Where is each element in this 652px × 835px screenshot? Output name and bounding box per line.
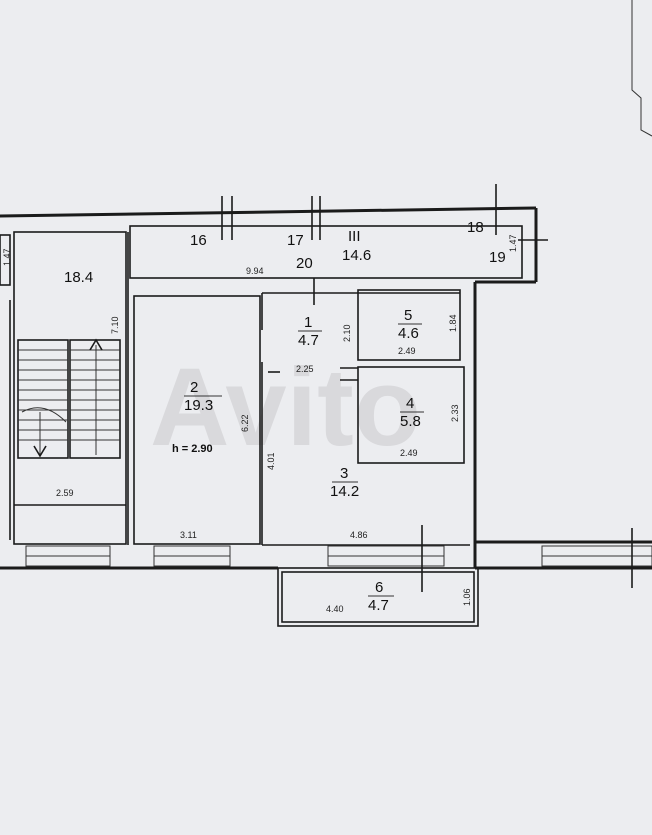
room-6-number: 6 (375, 579, 383, 596)
room-3-number: 3 (340, 465, 348, 482)
stair-area: 18.4 (64, 269, 93, 286)
page-edge (631, 0, 652, 137)
dim-room3-width: 4.86 (350, 530, 368, 540)
window-number-19: 19 (489, 249, 506, 266)
interior-walls (133, 289, 470, 546)
window-number-16: 16 (190, 232, 207, 249)
room-3-area: 14.2 (330, 483, 359, 500)
room-2-number: 2 (190, 379, 198, 396)
dim-balcony-depth: 1.06 (462, 588, 472, 606)
room-5-number: 5 (404, 307, 412, 324)
stairwell (0, 231, 127, 545)
room-1-area: 4.7 (298, 332, 319, 349)
room-iii-area: 14.6 (342, 247, 371, 264)
room-iii-number: III (348, 228, 361, 245)
corridor (127, 225, 523, 545)
dim-stair-width: 2.59 (56, 488, 74, 498)
room-6-area: 4.7 (368, 597, 389, 614)
dim-corridor-length: 9.94 (246, 266, 264, 276)
ceiling-height: h = 2.90 (172, 443, 213, 455)
dim-room3-depth: 4.01 (266, 452, 276, 470)
dim-stair-depth: 7.10 (110, 316, 120, 334)
outer-walls (0, 206, 652, 570)
room-1-number: 1 (304, 314, 312, 331)
dim-room5-depth: 1.84 (448, 314, 458, 332)
room-5-area: 4.6 (398, 325, 419, 342)
dim-room4-depth: 2.33 (450, 404, 460, 422)
dim-left-small: 1.47 (2, 248, 12, 266)
dim-room4-width: 2.49 (400, 448, 418, 458)
dim-room5-width: 2.49 (398, 346, 416, 356)
dim-balcony-width: 4.40 (326, 604, 344, 614)
dim-room1-width: 2.25 (296, 364, 314, 374)
dim-room2-width: 3.11 (180, 530, 197, 540)
dim-right-small: 1.47 (508, 234, 518, 252)
room-labels: III 14.6 18.4 1 4.7 2 19.3 3 14.2 4 5.8 … (64, 228, 424, 614)
dim-room2-depth: 6.22 (240, 414, 250, 432)
room-4-number: 4 (406, 395, 414, 412)
dimension-labels: 9.94 2.25 2.10 3.11 6.22 4.86 4.01 2.49 … (2, 234, 518, 614)
window-number-18: 18 (467, 219, 484, 236)
room-4-area: 5.8 (400, 413, 421, 430)
windows (25, 184, 652, 592)
window-number-17: 17 (287, 232, 304, 249)
window-number-20: 20 (296, 255, 313, 272)
room-2-area: 19.3 (184, 397, 213, 414)
dim-room1-depth: 2.10 (342, 324, 352, 342)
balcony (281, 571, 475, 623)
balcony-outline (277, 567, 479, 627)
